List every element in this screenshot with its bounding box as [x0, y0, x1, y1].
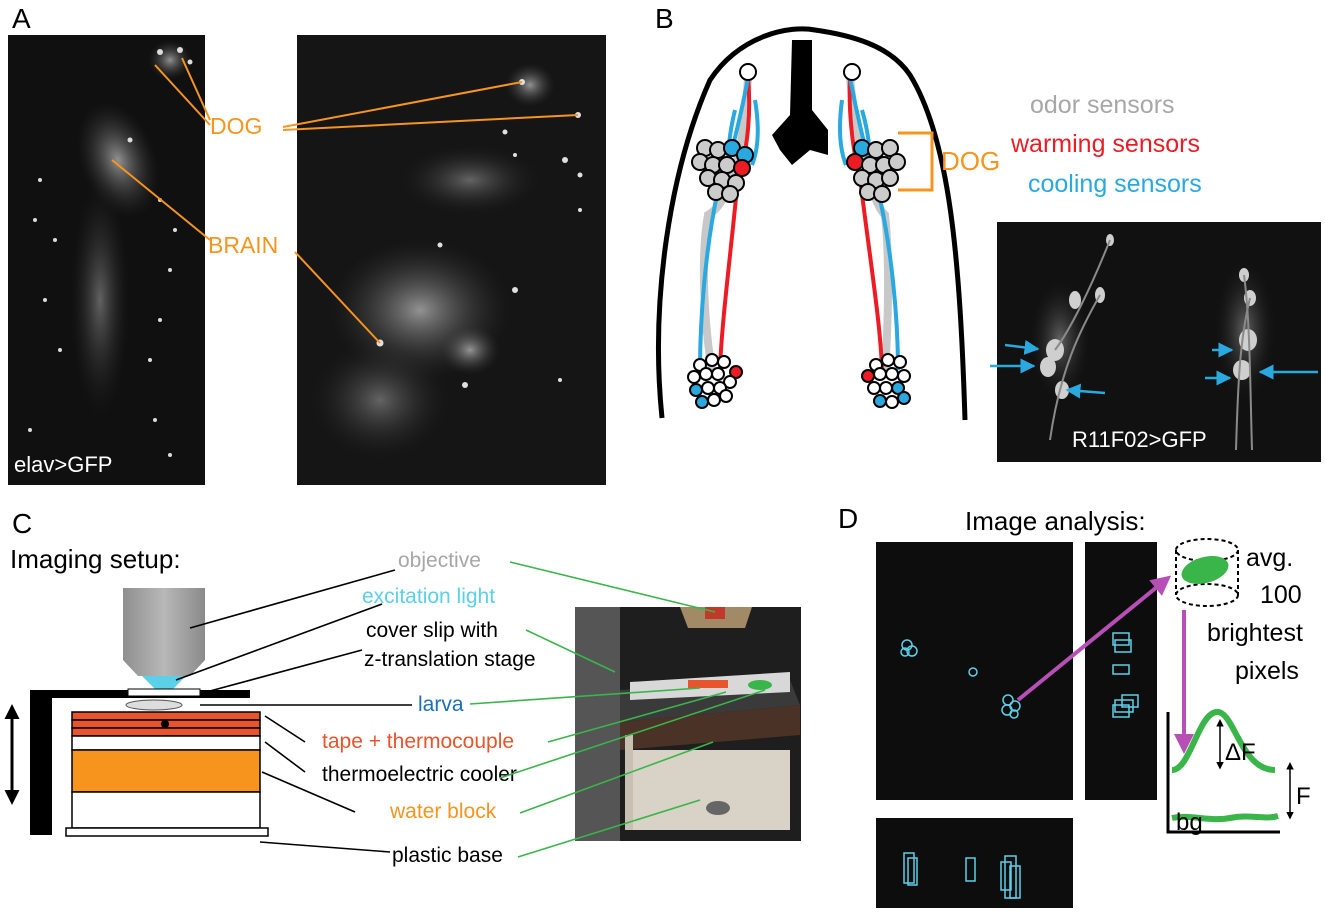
trace-background: [1171, 813, 1279, 823]
panel-d: D Image analysis:: [838, 503, 1311, 908]
avg-label-line3: brightest: [1207, 619, 1303, 647]
panel-b-letter: B: [655, 3, 674, 34]
panel-a: A elav>GFP: [8, 3, 606, 485]
water-block-shape: [71, 749, 261, 793]
ganglion-cluster-right: [861, 353, 911, 409]
panel-c-letter: C: [12, 508, 32, 539]
thermocouple-dot: [161, 720, 169, 728]
excitation-light-cone: [142, 676, 186, 690]
panel-d-letter: D: [838, 503, 858, 534]
micrograph-left-glow: [70, 40, 192, 420]
image-analysis-title: Image analysis:: [965, 506, 1146, 536]
pharynx-shape: [772, 40, 828, 165]
panel-a-letter: A: [12, 3, 31, 34]
trace-signal: [1171, 709, 1276, 773]
label-excitation-light: excitation light: [362, 585, 495, 608]
avg-label-line4: pixels: [1235, 657, 1299, 685]
dog-label-b: DOG: [941, 146, 1000, 176]
roi-boxes-xz: [903, 852, 1021, 899]
stage-post: [30, 690, 52, 835]
bg-label: bg: [1176, 809, 1203, 836]
label-cover-slip-2: z-translation stage: [364, 648, 536, 671]
label-thermoelectric-cooler: thermoelectric cooler: [322, 763, 517, 786]
dog-cluster-right: [846, 139, 906, 203]
nerves-right: [837, 77, 900, 371]
tape-layer-top: [71, 711, 261, 721]
neuron-dots-left: [28, 47, 193, 457]
avg-label-line1: avg.: [1246, 544, 1293, 572]
cover-slip: [127, 688, 201, 697]
panel-c: C Imaging setup: obje: [4, 508, 801, 867]
label-water-block: water block: [389, 800, 497, 823]
r11f02-neurites: [1049, 239, 1253, 451]
trace-plot: [1166, 709, 1294, 834]
plastic-base-shape: [71, 791, 261, 829]
legend-odor-sensors: odor sensors: [1030, 91, 1175, 119]
thermoelectric-cooler-block: [71, 735, 261, 751]
genotype-elav: elav>GFP: [14, 452, 112, 477]
r11f02-arrows: [990, 339, 1318, 399]
label-tape: tape + thermocouple: [322, 730, 514, 753]
dendrite-tip-right: [843, 63, 861, 81]
avg-label-line2: 100: [1260, 581, 1302, 609]
imaging-setup-title: Imaging setup:: [10, 544, 181, 574]
nerves-left: [698, 77, 760, 371]
ganglion-cluster-left: [687, 353, 743, 409]
genotype-r11f02: R11F02>GFP: [1072, 427, 1207, 452]
dog-label-a: DOG: [210, 113, 262, 139]
label-larva: larva: [418, 693, 464, 716]
label-objective: objective: [398, 549, 481, 572]
dog-bracket: [898, 131, 934, 192]
dog-cluster-left: [691, 139, 754, 203]
label-cover-slip-1: cover slip with: [366, 619, 498, 642]
leader-lines-black: [175, 569, 412, 853]
label-plastic-base: plastic base: [392, 844, 503, 867]
legend-cooling-sensors: cooling sensors: [1028, 170, 1202, 198]
brain-label-a: BRAIN: [208, 232, 278, 258]
annotation-lines-a: [111, 57, 579, 344]
panel-b: B: [655, 3, 1321, 462]
delta-f-label: ΔF: [1225, 739, 1256, 766]
legend-warming-sensors: warming sensors: [1010, 130, 1200, 158]
setup-photo: [575, 607, 801, 841]
projection-xy: [876, 542, 1073, 800]
magenta-arrow-to-cylinder: [1016, 575, 1172, 702]
roi-boxes-yz: [1112, 632, 1139, 718]
roi-circles-xy: [900, 639, 1021, 719]
micrograph-right-glow: [310, 63, 555, 460]
f-label: F: [1296, 783, 1311, 810]
projection-yz: [1085, 542, 1157, 800]
larva-shape: [125, 699, 183, 711]
objective-body: [123, 588, 205, 676]
tape-layer-bottom: [71, 727, 261, 737]
plastic-base-foot: [65, 827, 269, 837]
dendrite-tip-left: [739, 63, 757, 81]
larva-head-outline: [656, 26, 968, 421]
leader-lines-green: [469, 561, 766, 858]
voxel-cylinder-icon: [1175, 538, 1239, 607]
